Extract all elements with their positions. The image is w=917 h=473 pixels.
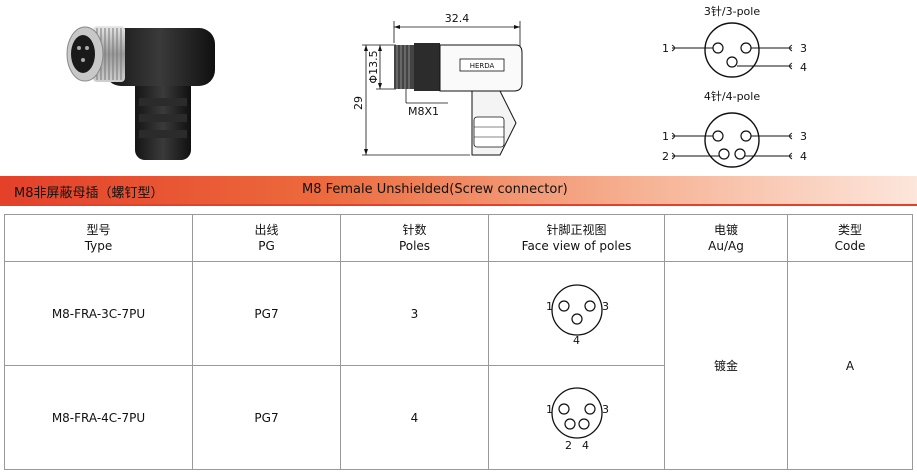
three-pole-label-4: 4 [800, 61, 807, 74]
face-label-3: 3 [602, 403, 609, 416]
dimension-drawing: 32.4 29 Φ13.5 HERDA M8X1 [352, 12, 523, 156]
thread-label: M8X1 [408, 105, 439, 118]
four-pole-label-1: 1 [662, 130, 669, 143]
cell-type: M8-FRA-4C-7PU [4, 365, 193, 470]
three-pole-title: 3针/3-pole [704, 4, 760, 18]
four-pole-label-2: 2 [662, 150, 669, 163]
brand-mark: HERDA [470, 62, 495, 70]
four-pole-title: 4针/4-pole [704, 89, 760, 103]
three-pole-label-3: 3 [800, 42, 807, 55]
face-label-1: 1 [546, 300, 553, 313]
face-view-3-pole: 1 3 4 [546, 283, 609, 346]
cell-poles: 3 [340, 261, 489, 366]
cell-face-view: 1 3 4 [488, 261, 665, 366]
face-label-3: 3 [602, 300, 609, 313]
cell-code: A [787, 261, 913, 470]
pole-diagrams: 3针/3-pole 1 3 4 4针/4-pole 1 3 2 4 [662, 4, 807, 168]
cell-type: M8-FRA-3C-7PU [4, 261, 193, 366]
four-pole-label-4: 4 [800, 150, 807, 163]
diameter-dimension: Φ13.5 [367, 50, 380, 83]
connector-photo [66, 26, 215, 160]
table-row: M8-FRA-3C-7PU PG7 3 1 3 4 镀金 A [4, 261, 913, 470]
section-banner: M8非屏蔽母插（螺钉型） M8 Female Unshielded(Screw … [0, 176, 917, 206]
banner-title-en: M8 Female Unshielded(Screw connector) [302, 182, 568, 197]
four-pole-label-3: 3 [800, 130, 807, 143]
face-label-4: 4 [582, 439, 589, 452]
height-dimension: 29 [352, 96, 365, 110]
product-header-area: 32.4 29 Φ13.5 HERDA M8X1 [0, 0, 917, 172]
banner-title-cn: M8非屏蔽母插（螺钉型） [14, 186, 164, 201]
face-label-1: 1 [546, 403, 553, 416]
cell-pg: PG7 [192, 365, 341, 470]
cell-face-view: 1 3 2 4 [488, 365, 665, 470]
face-view-4-pole: 1 3 2 4 [546, 386, 609, 452]
cell-pg: PG7 [192, 261, 341, 366]
face-label-4: 4 [573, 334, 580, 346]
three-pole-label-1: 1 [662, 42, 669, 55]
cell-plating: 镀金 [664, 261, 788, 470]
cell-poles: 4 [340, 365, 489, 470]
length-dimension: 32.4 [445, 12, 470, 25]
table-row: M8-FRA-4C-7PU PG7 4 1 3 2 4 [4, 365, 913, 470]
face-label-2: 2 [565, 439, 572, 452]
